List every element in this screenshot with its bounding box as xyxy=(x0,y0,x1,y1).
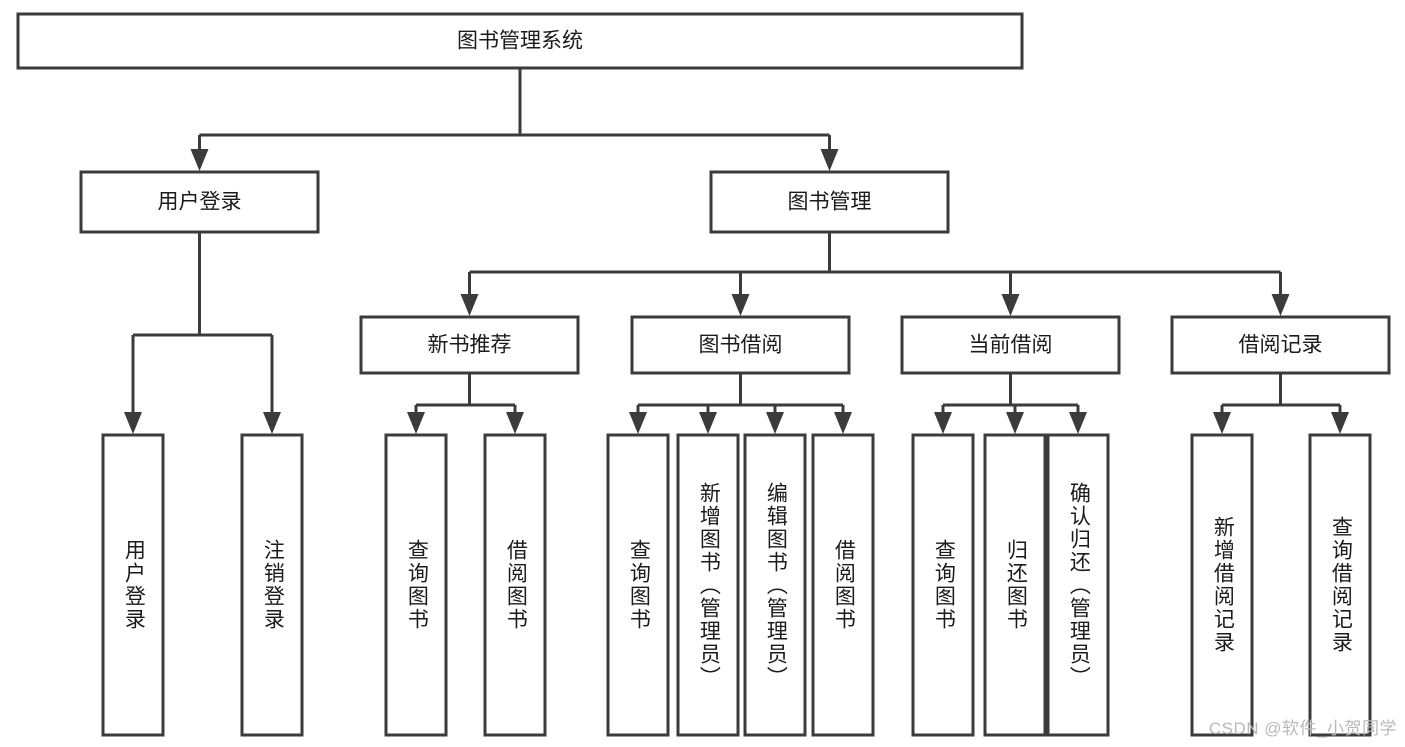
node-label: 图书借阅 xyxy=(699,334,783,357)
node-box[interactable] xyxy=(983,433,1047,737)
node-label: 用户登录 xyxy=(158,191,242,214)
node-box[interactable] xyxy=(79,170,320,234)
node-box[interactable] xyxy=(101,433,165,737)
node-box[interactable] xyxy=(240,433,304,737)
node-box[interactable] xyxy=(483,433,547,737)
node-box[interactable] xyxy=(743,433,807,737)
node-box[interactable] xyxy=(606,433,670,737)
node-label: 借阅记录 xyxy=(1239,334,1323,357)
node-box[interactable] xyxy=(1170,315,1391,375)
node-box[interactable] xyxy=(630,315,851,375)
node-label: 新书推荐 xyxy=(428,334,512,357)
node-box[interactable] xyxy=(911,433,975,737)
node-box[interactable] xyxy=(1308,433,1372,737)
node-box[interactable] xyxy=(900,315,1121,375)
csdn-watermark: CSDN @软件_小贺同学 xyxy=(1208,719,1397,738)
node-box[interactable] xyxy=(16,12,1024,70)
node-label: 图书管理 xyxy=(788,191,872,214)
node-box[interactable] xyxy=(709,170,950,234)
node-box[interactable] xyxy=(384,433,448,737)
node-label: 图书管理系统 xyxy=(457,30,583,53)
connectors-layer xyxy=(124,68,1349,434)
node-label: 当前借阅 xyxy=(969,334,1053,357)
node-box[interactable] xyxy=(1046,433,1110,737)
node-box[interactable] xyxy=(359,315,580,375)
node-box[interactable] xyxy=(1190,433,1254,737)
node-box[interactable] xyxy=(676,433,740,737)
boxes-layer xyxy=(16,12,1391,737)
node-box[interactable] xyxy=(811,433,875,737)
